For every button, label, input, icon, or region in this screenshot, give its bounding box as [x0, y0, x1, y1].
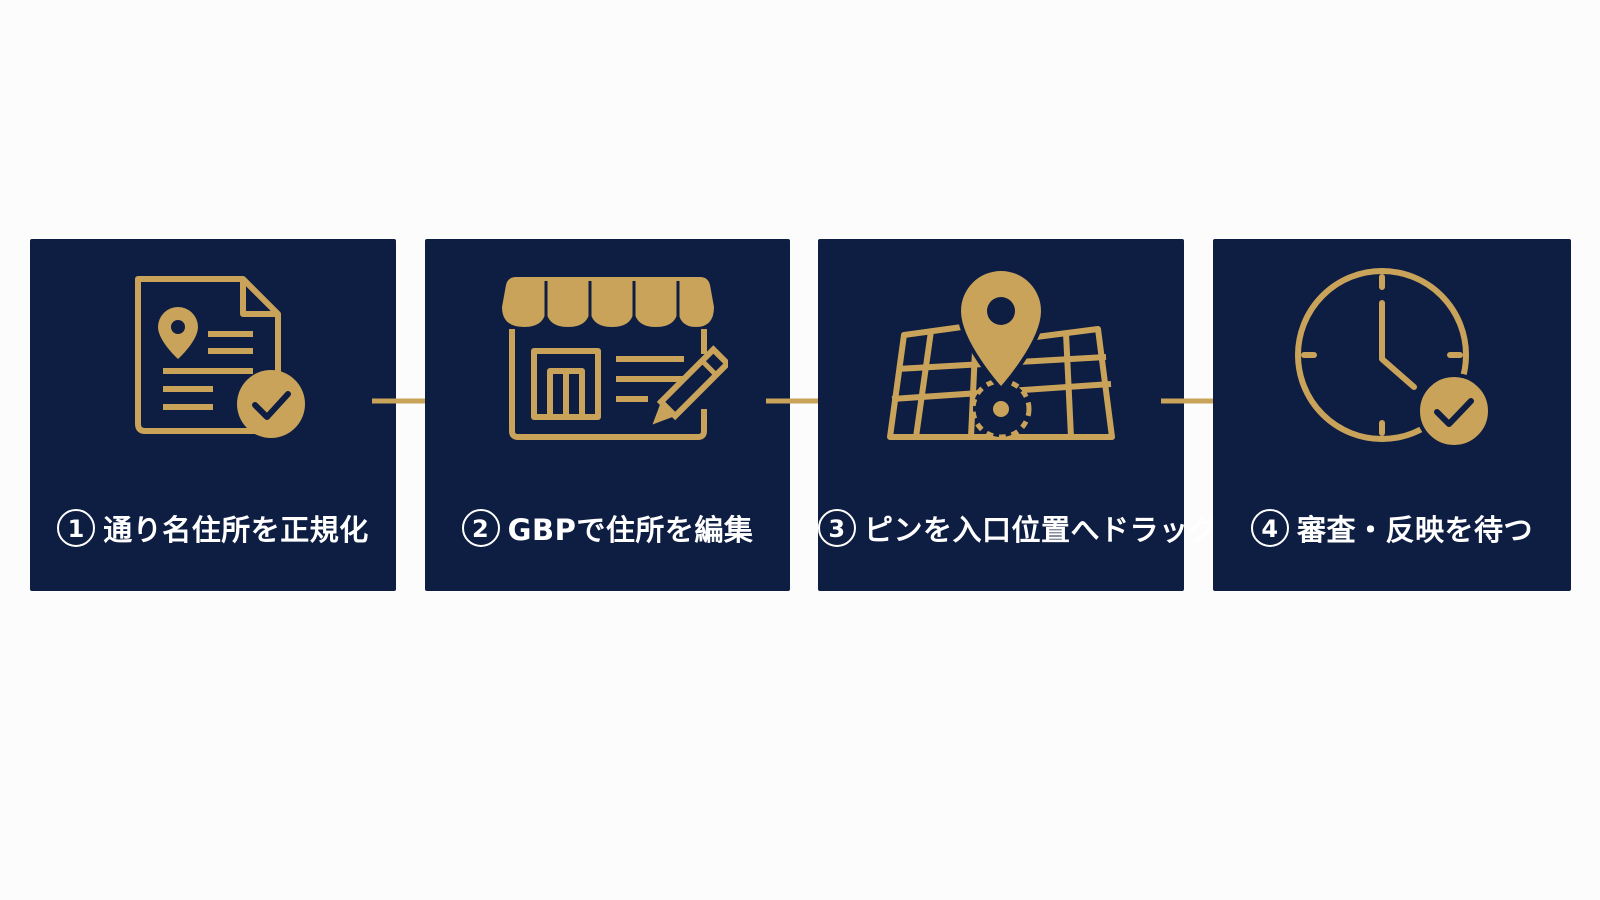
storefront-edit-icon: [425, 259, 790, 459]
clock-check-icon: [1213, 259, 1571, 459]
step-label: ピンを入口位置へドラッグ: [864, 513, 1219, 547]
step-number: 1: [57, 509, 96, 547]
document-location-check-icon: [30, 259, 396, 459]
step-number: 4: [1250, 509, 1289, 547]
step-label: GBPで住所を編集: [507, 513, 754, 547]
step-number: 2: [461, 509, 500, 547]
step-label: 通り名住所を正規化: [103, 513, 369, 547]
map-pin-icon: [818, 259, 1184, 459]
step-label: 審査・反映を待つ: [1296, 513, 1533, 547]
step-number: 3: [818, 509, 856, 547]
